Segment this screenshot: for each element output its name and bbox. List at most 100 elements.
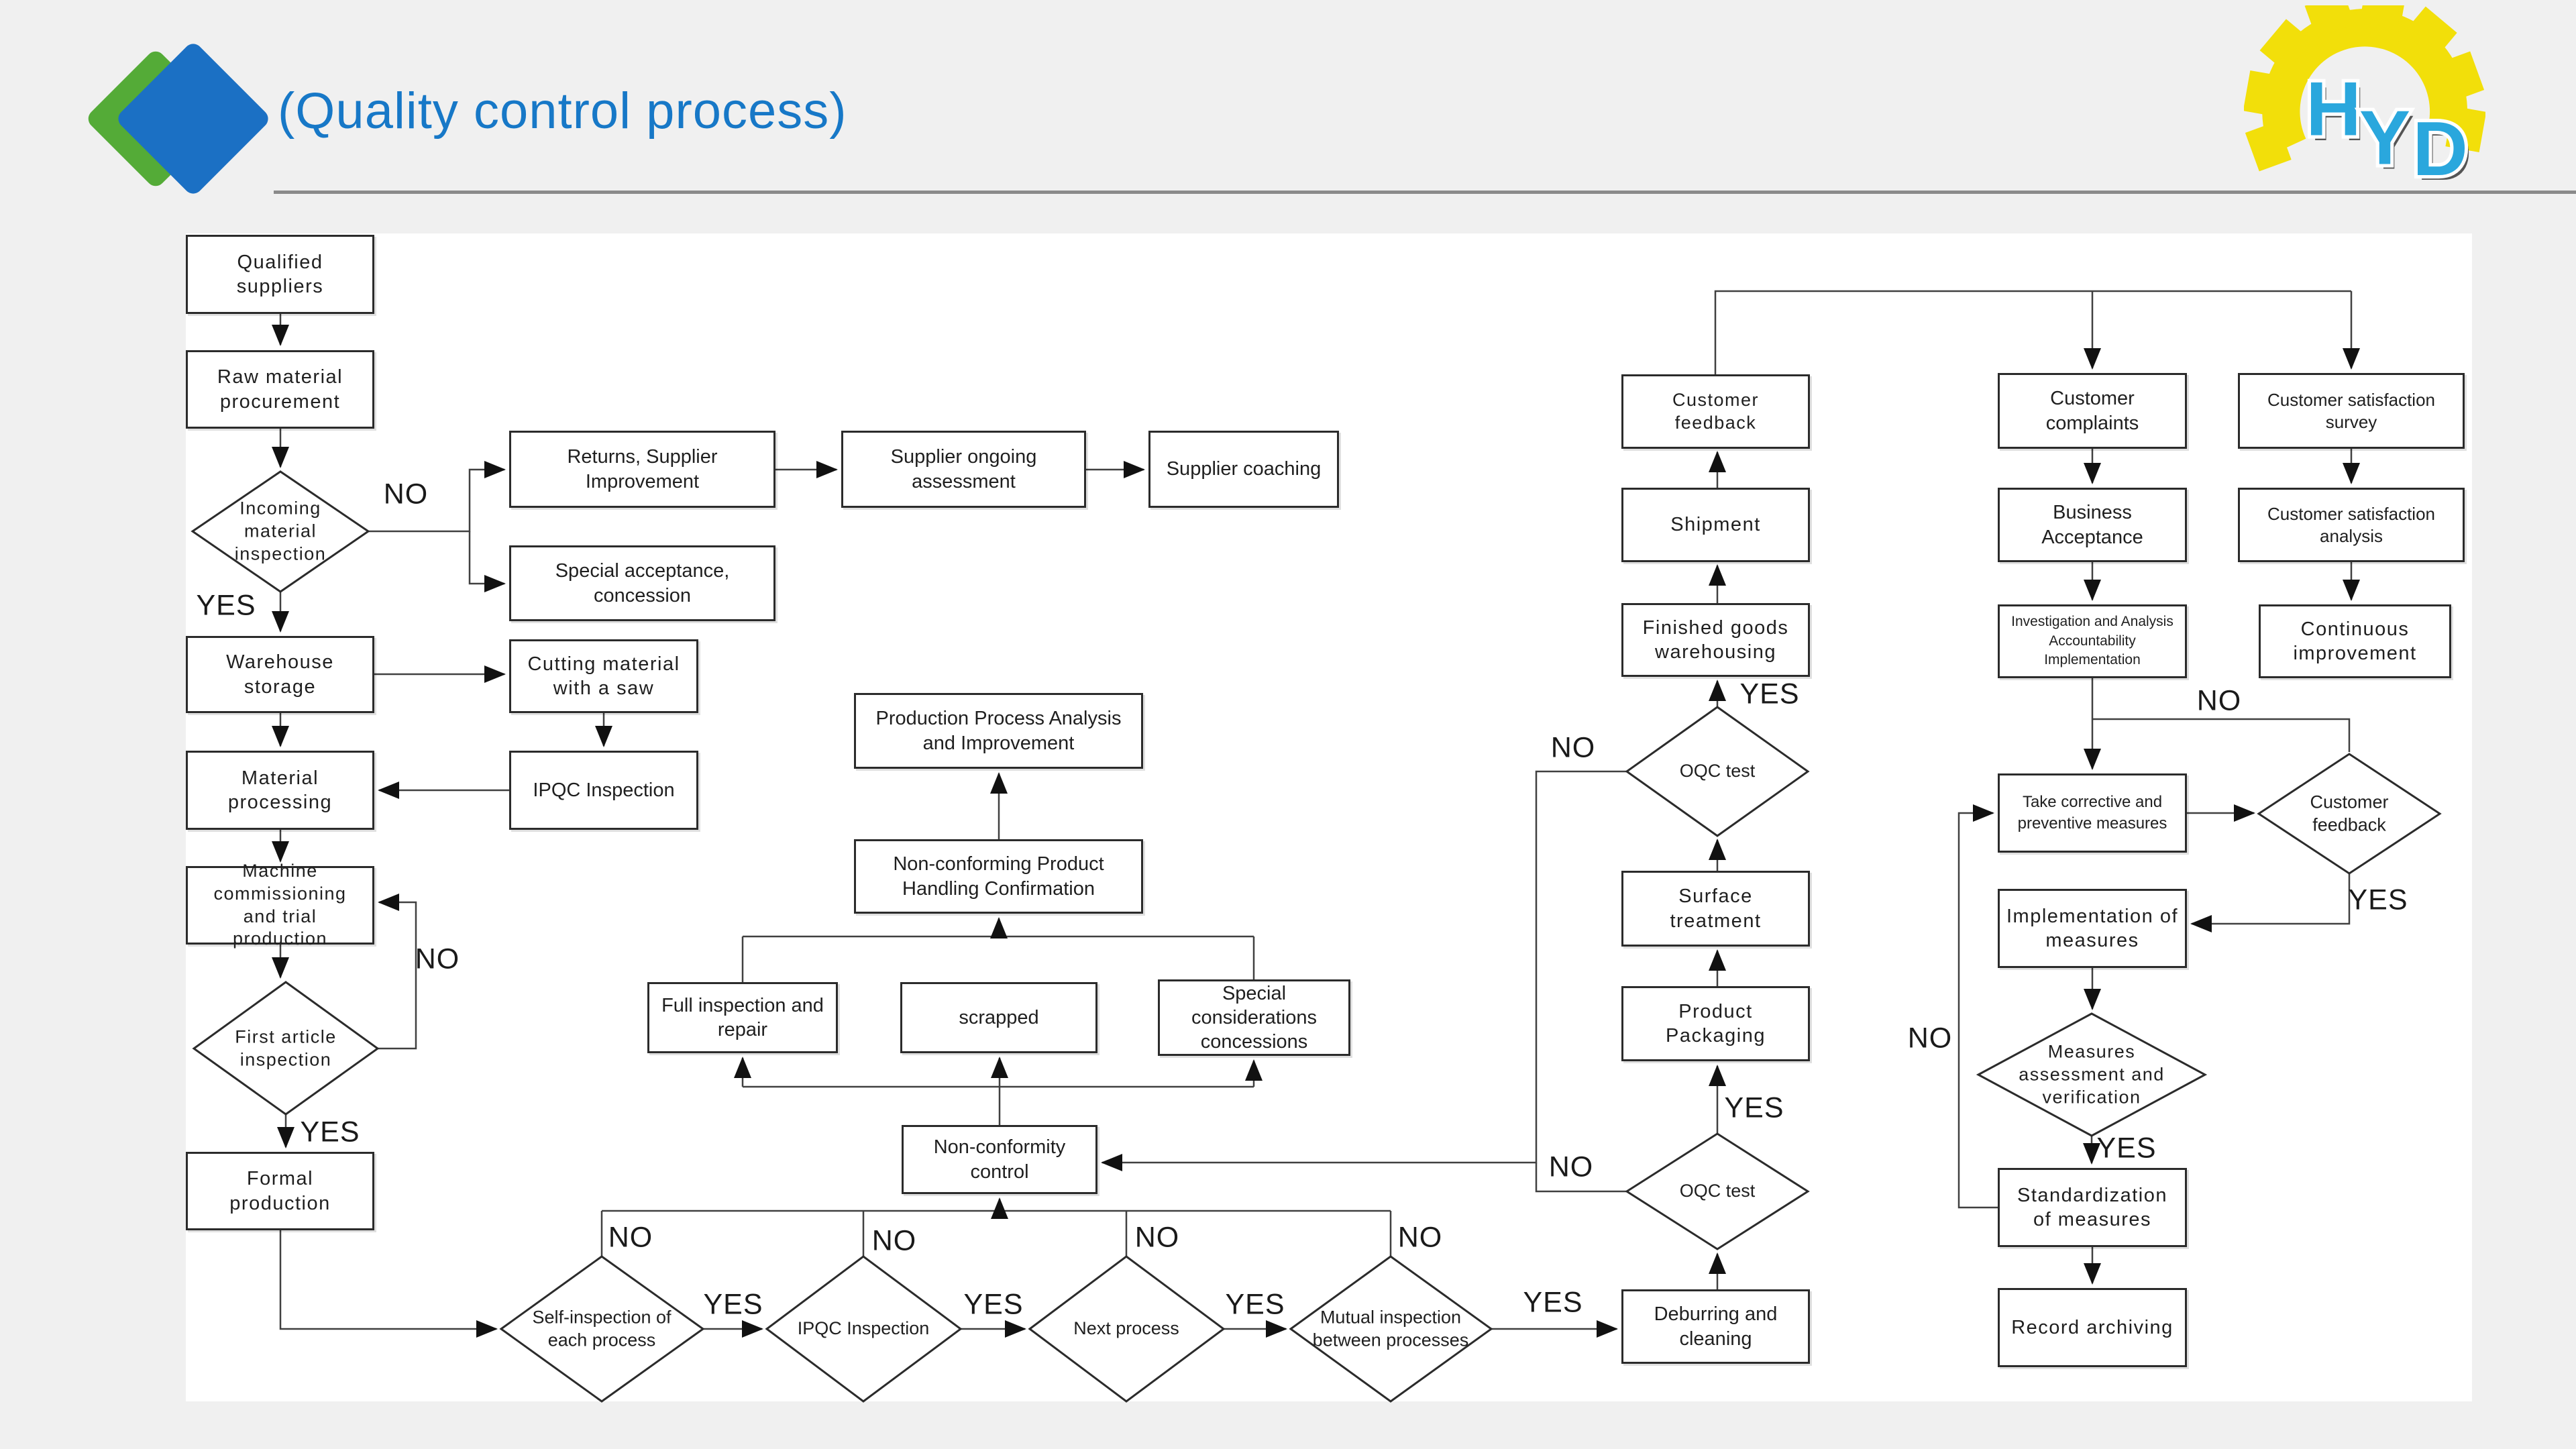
node-nonconformity-control: Non-conformity control xyxy=(902,1125,1097,1194)
yes-label-next-process: YES xyxy=(1225,1288,1285,1321)
node-self-inspection: Self-inspection of each process xyxy=(532,1307,672,1350)
svg-text:H: H xyxy=(2306,67,2361,152)
measures-assessment-diamond xyxy=(1976,1012,2208,1137)
self-inspection-diamond xyxy=(499,1255,705,1403)
node-production-process-analysis: Production Process Analysis and Improvem… xyxy=(854,693,1143,769)
node-label: Customer satisfaction analysis xyxy=(2267,504,2435,546)
node-customer-complaints: Customer complaints xyxy=(1998,373,2187,449)
node-incoming-material-inspection: Incoming material inspection xyxy=(234,498,327,564)
node-label: Full inspection and repair xyxy=(661,994,824,1040)
node-label: Raw material procurement xyxy=(217,366,343,413)
node-oqc-test-lower: OQC test xyxy=(1679,1181,1756,1201)
svg-text:D: D xyxy=(2412,107,2467,183)
node-label: Supplier coaching xyxy=(1166,458,1322,480)
node-label: Finished goods warehousing xyxy=(1642,616,1789,663)
node-machine-commissioning: Machine commissioning and trial producti… xyxy=(186,861,374,949)
ipqc-inspection-diamond xyxy=(765,1255,963,1403)
node-label: Shipment xyxy=(1670,514,1761,536)
svg-text:Y: Y xyxy=(2363,101,2414,183)
node-label: Deburring and cleaning xyxy=(1654,1303,1778,1350)
no-label-next-process: NO xyxy=(1134,1221,1180,1254)
node-label: Continuous improvement xyxy=(2293,618,2417,664)
yes-label-oqc-lower: YES xyxy=(1724,1091,1784,1124)
no-label-ipqc: NO xyxy=(871,1224,917,1257)
node-returns-supplier-improvement: Returns, Supplier Improvement xyxy=(509,431,775,508)
yes-label-customer-feedback: YES xyxy=(2348,883,2408,916)
node-product-packaging: Product Packaging xyxy=(1621,986,1810,1061)
oqc-test-upper-diamond xyxy=(1625,706,1810,837)
node-label: Special acceptance, concession xyxy=(555,560,730,606)
node-label: Product Packaging xyxy=(1666,1000,1766,1046)
node-oqc-test-upper: OQC test xyxy=(1679,761,1756,782)
node-label: Implementation of measures xyxy=(2006,905,2179,951)
node-record-archiving: Record archiving xyxy=(1998,1288,2187,1367)
node-ipqc-inspection-decision: IPQC Inspection xyxy=(797,1318,930,1339)
node-label: Material processing xyxy=(227,767,333,813)
node-label: IPQC Inspection xyxy=(533,779,675,801)
node-label: Standardization of measures xyxy=(2017,1184,2168,1230)
hyd-company-logo: H Y D H Y D xyxy=(2244,5,2485,183)
decision-diamonds xyxy=(191,470,2442,1403)
svg-text:Y: Y xyxy=(2359,95,2410,180)
customer-feedback-diamond xyxy=(2257,753,2442,875)
yes-label-ipqc: YES xyxy=(963,1288,1024,1321)
node-scrapped: scrapped xyxy=(900,982,1097,1053)
node-special-considerations-concessions: Special considerations concessions xyxy=(1158,979,1350,1056)
node-surface-treatment: Surface treatment xyxy=(1621,871,1810,947)
node-label: Production Process Analysis and Improvem… xyxy=(875,708,1122,754)
node-qualified-suppliers: Qualified suppliers xyxy=(186,235,374,314)
node-formal-production: Formal production xyxy=(186,1152,374,1230)
node-label: Formal production xyxy=(229,1168,331,1214)
mutual-inspection-diamond xyxy=(1289,1255,1493,1403)
next-process-diamond xyxy=(1028,1255,1226,1403)
no-label-oqc-lower: NO xyxy=(1548,1150,1594,1183)
node-label: Record archiving xyxy=(2011,1316,2174,1338)
node-take-corrective: Take corrective and preventive measures xyxy=(1998,773,2187,853)
no-label-mutual-inspection: NO xyxy=(1397,1221,1443,1254)
oqc-test-lower-diamond xyxy=(1625,1132,1810,1250)
node-nonconforming-product-handling: Non-conforming Product Handling Confirma… xyxy=(854,839,1143,914)
node-supplier-coaching: Supplier coaching xyxy=(1148,431,1339,508)
node-customer-satisfaction-analysis: Customer satisfaction analysis xyxy=(2238,488,2465,562)
no-label-measures-assessment: NO xyxy=(1907,1022,1953,1055)
node-label: Surface treatment xyxy=(1670,885,1762,932)
yes-label-self-inspection: YES xyxy=(703,1288,763,1321)
node-shipment: Shipment xyxy=(1621,488,1810,562)
hyd-logo-text: H Y D H Y D xyxy=(2302,64,2472,183)
node-label: Take corrective and preventive measures xyxy=(2017,792,2167,833)
node-supplier-ongoing-assessment: Supplier ongoing assessment xyxy=(841,431,1086,508)
node-investigation-analysis: Investigation and Analysis Accountabilit… xyxy=(1998,604,2187,678)
node-label: scrapped xyxy=(959,1006,1039,1028)
node-finished-goods-warehousing: Finished goods warehousing xyxy=(1621,603,1810,677)
node-business-acceptance: Business Acceptance xyxy=(1998,488,2187,562)
node-customer-feedback-decision: Customer feedback xyxy=(2310,792,2389,835)
header-divider xyxy=(274,191,2576,194)
node-material-processing: Material processing xyxy=(186,751,374,830)
node-label: Customer satisfaction survey xyxy=(2267,390,2435,432)
node-next-process: Next process xyxy=(1073,1318,1179,1339)
yes-label-measures-assessment: YES xyxy=(2096,1132,2157,1165)
node-label: Investigation and Analysis Accountabilit… xyxy=(2011,614,2174,668)
node-raw-material-procurement: Raw material procurement xyxy=(186,350,374,429)
yes-label-incoming-inspection: YES xyxy=(196,589,256,622)
node-label: Cutting material with a saw xyxy=(527,653,680,699)
no-label-customer-feedback: NO xyxy=(2196,684,2242,717)
node-label: Customer complaints xyxy=(2045,388,2139,434)
no-label-oqc-upper: NO xyxy=(1550,731,1596,764)
node-label: Non-conformity control xyxy=(933,1136,1066,1183)
node-label: Returns, Supplier Improvement xyxy=(567,446,718,492)
yes-label-first-article: YES xyxy=(300,1116,360,1148)
node-full-inspection-repair: Full inspection and repair xyxy=(647,982,838,1053)
node-label: Customer feedback xyxy=(1672,389,1760,433)
node-first-article-inspection: First article inspection xyxy=(235,1026,337,1069)
no-label-first-article: NO xyxy=(415,943,460,975)
node-customer-feedback: Customer feedback xyxy=(1621,374,1810,449)
node-label: Business Acceptance xyxy=(2041,502,2143,548)
node-mutual-inspection: Mutual inspection between processes xyxy=(1312,1307,1469,1350)
node-implementation-measures: Implementation of measures xyxy=(1998,889,2187,968)
connector-lines xyxy=(272,290,2360,1338)
node-warehouse-storage: Warehouse storage xyxy=(186,636,374,713)
node-deburring-cleaning: Deburring and cleaning xyxy=(1621,1289,1810,1364)
